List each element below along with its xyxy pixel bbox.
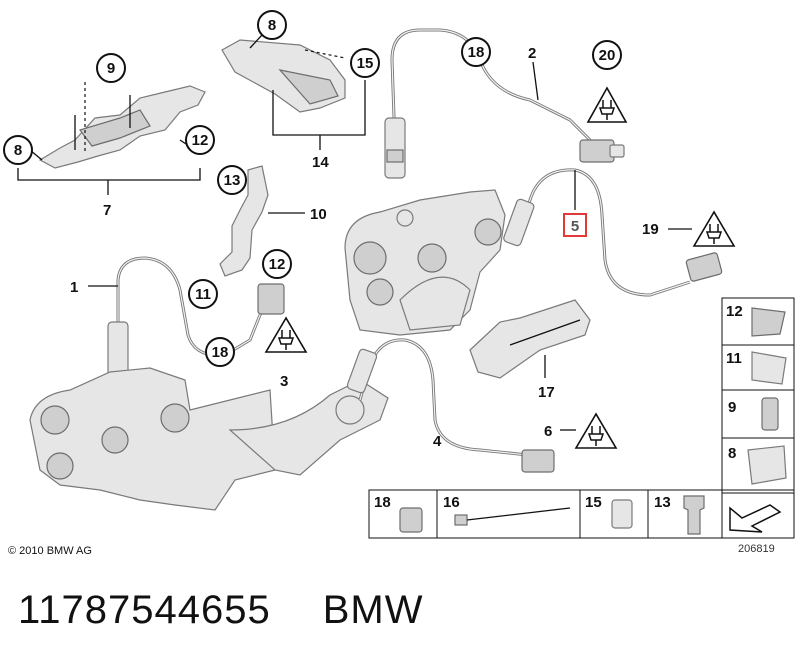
svg-text:15: 15 <box>585 494 602 511</box>
svg-text:11: 11 <box>726 350 742 367</box>
callout-11: 11 <box>188 279 218 309</box>
svg-text:6: 6 <box>544 423 552 440</box>
bracket-part-17 <box>469 299 591 379</box>
warning-triangle-3: 3 <box>264 316 308 390</box>
connector-20 <box>579 139 625 163</box>
oxygen-sensor-1 <box>107 321 129 378</box>
plug-icon <box>705 224 723 244</box>
side-legend: 12 11 9 8 <box>721 297 795 494</box>
callout-8-top: 8 <box>257 10 287 40</box>
label-14: 14 <box>312 154 329 171</box>
callout-8-left: 8 <box>3 135 33 165</box>
svg-text:8: 8 <box>728 445 736 462</box>
svg-text:9: 9 <box>728 399 736 416</box>
part-number: 11787544655 <box>18 588 271 632</box>
label-10: 10 <box>310 206 327 223</box>
copyright: © 2010 BMW AG <box>8 545 92 557</box>
callout-18-low: 18 <box>205 337 235 367</box>
svg-text:9: 9 <box>107 60 115 77</box>
callout-18-top: 18 <box>461 37 491 67</box>
catalytic-converter-lower <box>29 367 389 511</box>
catalytic-converter-upper <box>344 189 506 336</box>
callout-12-top: 12 <box>185 125 215 155</box>
label-4: 4 <box>433 433 442 450</box>
svg-text:13: 13 <box>654 494 671 511</box>
svg-text:15: 15 <box>357 55 374 72</box>
label-7: 7 <box>103 202 111 219</box>
svg-text:12: 12 <box>269 256 286 273</box>
svg-text:18: 18 <box>212 344 229 361</box>
label-1: 1 <box>70 279 78 296</box>
bracket-part-10 <box>219 165 269 277</box>
bracket-part-14 <box>221 39 346 113</box>
callout-12-mid: 12 <box>262 249 292 279</box>
svg-text:16: 16 <box>443 494 460 511</box>
svg-text:19: 19 <box>642 221 659 238</box>
connector-19 <box>685 252 723 282</box>
callout-15-top: 15 <box>350 48 380 78</box>
footer: 11787544655 BMW <box>18 588 424 633</box>
highlight-5: 5 <box>563 213 587 237</box>
heat-shield-part-7 <box>38 85 206 169</box>
svg-text:12: 12 <box>726 303 743 320</box>
connector-3 <box>257 283 285 315</box>
callout-13: 13 <box>217 165 247 195</box>
oxygen-sensor-4 <box>346 348 378 394</box>
label-17: 17 <box>538 384 555 401</box>
svg-text:8: 8 <box>268 17 276 34</box>
arrow-icon <box>729 504 782 533</box>
oxygen-sensor-5 <box>503 198 535 247</box>
svg-text:20: 20 <box>599 47 616 64</box>
bottom-legend: 18 16 15 13 <box>368 489 795 539</box>
warning-triangle-6: 6 <box>544 412 618 449</box>
warning-triangle-20: 20 20 <box>586 40 628 123</box>
connector-6 <box>521 449 555 473</box>
svg-text:18: 18 <box>468 44 485 61</box>
oxygen-sensor-upper <box>384 117 406 179</box>
plug-icon <box>587 426 605 446</box>
brand-name: BMW <box>322 588 424 632</box>
image-number: 206819 <box>738 543 775 555</box>
svg-text:13: 13 <box>224 172 241 189</box>
plug-icon <box>277 330 295 350</box>
svg-text:8: 8 <box>14 142 22 159</box>
plug-icon <box>598 100 616 120</box>
label-2: 2 <box>528 45 536 62</box>
svg-text:3: 3 <box>280 373 288 390</box>
svg-text:11: 11 <box>195 286 211 303</box>
callout-9: 9 <box>96 53 126 83</box>
exhaust-sensor-diagram: 9 8 12 7 8 15 14 18 2 20 <box>3 10 795 557</box>
warning-triangle-19: 19 <box>642 210 736 247</box>
svg-text:18: 18 <box>374 494 391 511</box>
svg-text:5: 5 <box>571 218 579 235</box>
svg-text:12: 12 <box>192 132 209 149</box>
